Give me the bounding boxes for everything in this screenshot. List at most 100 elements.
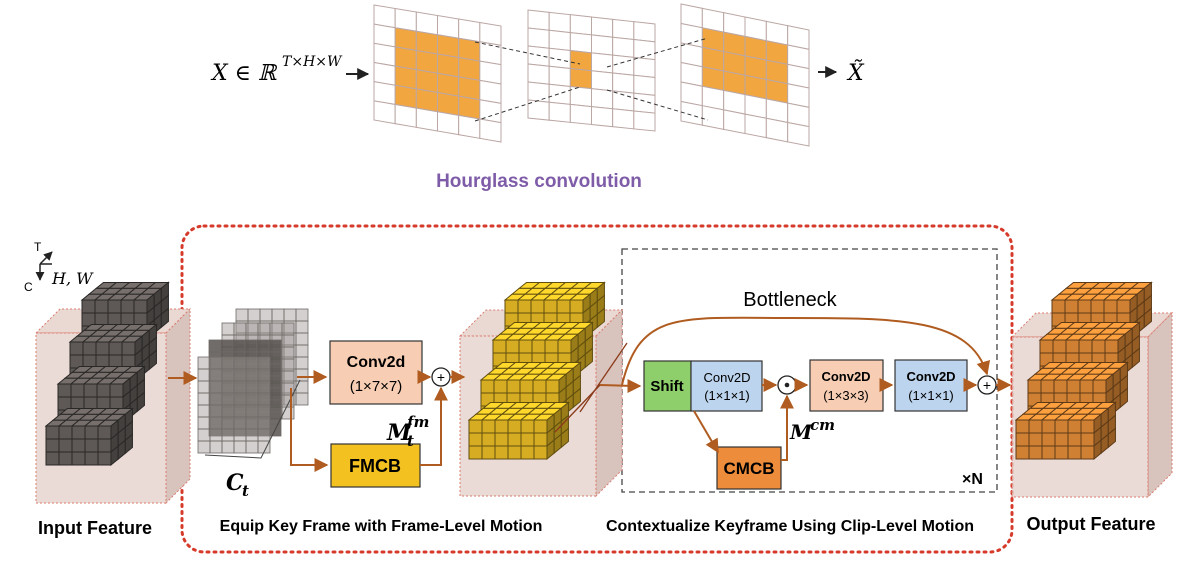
voxel-front [1041, 419, 1056, 434]
hourglass-grid-cell [527, 27, 550, 49]
keyframe-stack [197, 308, 309, 459]
voxel-front [45, 451, 60, 466]
voxel-front [45, 438, 60, 453]
input-feature-label: Input Feature [38, 518, 152, 538]
add-op-1: + [431, 367, 451, 387]
hourglass-input-superscript: T×H×W [282, 54, 343, 70]
voxel-front [84, 451, 99, 466]
voxel-front [81, 299, 96, 314]
voxel-front [107, 299, 122, 314]
hourglass-grid-cell [527, 45, 550, 67]
voxel-front [1028, 445, 1043, 460]
voxel-front [544, 339, 559, 354]
voxel-front [70, 383, 85, 398]
voxel-front [1015, 445, 1030, 460]
voxel-front [1054, 445, 1069, 460]
voxel-front [506, 379, 521, 394]
voxel-front [1028, 432, 1043, 447]
conv2d-a-title: Conv2d [347, 354, 406, 371]
voxel-front [520, 432, 535, 447]
voxel-front [494, 432, 509, 447]
voxel-front [1039, 339, 1054, 354]
hourglass-grid-cell [633, 74, 656, 96]
voxel-front [97, 425, 112, 440]
voxel-front [1067, 419, 1082, 434]
hourglass-grid-cell [633, 110, 656, 132]
voxel-side [160, 307, 169, 329]
voxel-front [557, 339, 572, 354]
hourglass-grid-cell [701, 105, 725, 130]
voxel-front [468, 419, 483, 434]
svg-text:fm: fm [406, 413, 429, 431]
voxel-side [584, 347, 593, 369]
hourglass-grid-cell [569, 103, 592, 126]
voxel-front [84, 438, 99, 453]
axis-indicator: T C H, W [24, 240, 94, 294]
voxel-front [517, 299, 532, 314]
voxel-side [1107, 427, 1116, 449]
mfm-label: M fm t [386, 413, 429, 450]
output-feature-cube [1010, 281, 1174, 499]
cmcb-label: CMCB [724, 459, 775, 478]
hourglass-grid-cell [633, 56, 656, 79]
voxel-front [1015, 432, 1030, 447]
hourglass-grid-cell [633, 92, 656, 114]
ct-label: C t [226, 470, 249, 500]
conv2d-1x7x7-block: Conv2d (1×7×7) [329, 340, 423, 405]
hourglass-grid-cell [612, 108, 635, 130]
voxel-front [58, 425, 73, 440]
voxel-front [97, 451, 112, 466]
voxel-front [481, 419, 496, 434]
voxel-front [109, 383, 124, 398]
voxel-front [71, 438, 86, 453]
voxel-front [507, 432, 522, 447]
voxel-side [136, 391, 145, 413]
voxel-front [520, 419, 535, 434]
conv2d-1x1x1-block-a: Conv2D (1×1×1) [690, 360, 763, 412]
projection-lines [554, 342, 628, 433]
hourglass-grid-cell [458, 114, 481, 139]
conv-c-kernel: (1×3×3) [823, 388, 869, 403]
voxel-front [494, 419, 509, 434]
svg-text:M: M [789, 420, 813, 444]
keyframe-pointer-line [204, 379, 301, 459]
hourglass-grid-cell [591, 52, 614, 74]
voxel-side [124, 433, 133, 455]
voxel-front [1064, 299, 1079, 314]
voxel-front [1077, 299, 1092, 314]
voxel-front [481, 432, 496, 447]
voxel-front [1092, 379, 1107, 394]
voxel-front [1027, 379, 1042, 394]
conv-d-title: Conv2D [906, 369, 955, 384]
times-n-label: ×N [962, 471, 983, 488]
voxel-front [1051, 299, 1066, 314]
add-op-2: + [977, 375, 997, 395]
voxel-front [97, 438, 112, 453]
voxel-front [494, 445, 509, 460]
hourglass-grid-cell [527, 81, 550, 103]
voxel-front [533, 445, 548, 460]
voxel-front [1080, 432, 1095, 447]
hadamard-op [777, 375, 797, 395]
voxel-front [1103, 299, 1118, 314]
voxel-front [468, 445, 483, 460]
hourglass-grid-cell [612, 72, 635, 94]
voxel-front [1054, 432, 1069, 447]
voxel-front [121, 341, 136, 356]
hourglass-grid-cell [612, 90, 635, 112]
voxel-front [1079, 379, 1094, 394]
fmcb-block: FMCB [330, 443, 421, 488]
fmcb-label: FMCB [349, 456, 401, 476]
voxel-front [1066, 379, 1081, 394]
conv-b-title: Conv2D [704, 370, 751, 385]
voxel-front [96, 383, 111, 398]
hourglass-grid-middle [527, 9, 656, 132]
svg-text:C: C [226, 470, 244, 496]
voxel-front [545, 379, 560, 394]
keyframe-sheet [208, 339, 282, 437]
hourglass-grid-cell [569, 85, 592, 108]
voxel-front [481, 445, 496, 460]
voxel-front [69, 341, 84, 356]
feature-block [44, 407, 134, 467]
hourglass-grid-cell [633, 21, 656, 43]
